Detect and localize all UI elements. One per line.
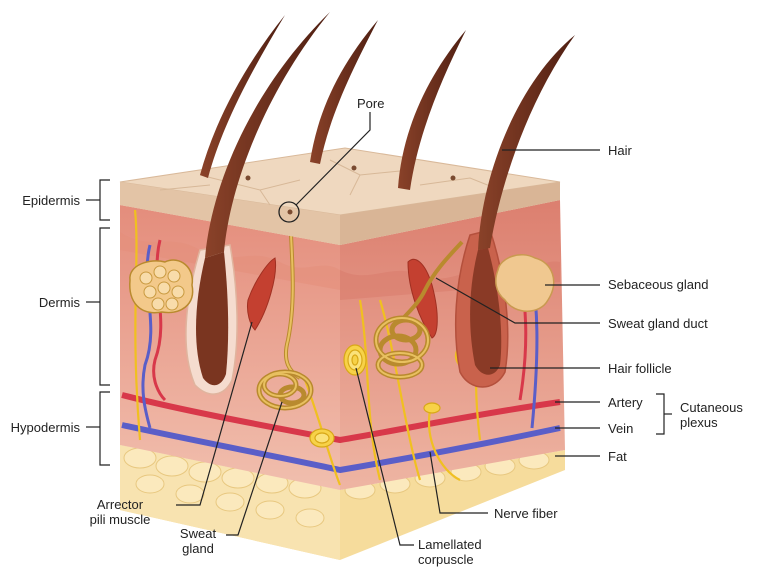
sweat-glands (256, 214, 464, 411)
label-arrector-line2: pili muscle (89, 512, 151, 527)
label-vein: Vein (608, 421, 634, 436)
label-fat: Fat (608, 449, 627, 464)
label-sweat-gland-duct: Sweat gland duct (608, 316, 708, 331)
label-sebaceous-gland: Sebaceous gland (608, 277, 709, 292)
lamellated-corpuscles (309, 344, 441, 448)
cutaneous-plexus-vessels (121, 239, 561, 474)
label-sweat-gland-line2: gland (182, 541, 214, 556)
label-hair: Hair (608, 143, 632, 158)
leader-lines (86, 112, 672, 546)
label-arrector-line1: Arrector (96, 497, 144, 512)
label-lamellated-line1: Lamellated (418, 537, 482, 552)
label-epidermis: Epidermis (22, 193, 80, 208)
label-nerve-fiber: Nerve fiber (494, 506, 558, 521)
label-cutaneous: Cutaneous (680, 400, 743, 415)
label-lamellated-line2: corpuscle (418, 552, 474, 567)
hair-shafts (200, 12, 575, 258)
hair-follicle-left (185, 244, 238, 395)
label-hair-follicle: Hair follicle (608, 361, 672, 376)
label-sweat-gland-line1: Sweat (179, 526, 217, 541)
hair-follicle-right[interactable] (454, 229, 509, 388)
label-plexus: plexus (680, 415, 718, 430)
label-dermis: Dermis (38, 295, 80, 310)
label-artery: Artery (608, 395, 643, 410)
label-hypodermis: Hypodermis (10, 420, 80, 435)
pore-marker (278, 201, 300, 223)
sebaceous-glands (129, 254, 555, 314)
label-pore: Pore (357, 96, 385, 111)
